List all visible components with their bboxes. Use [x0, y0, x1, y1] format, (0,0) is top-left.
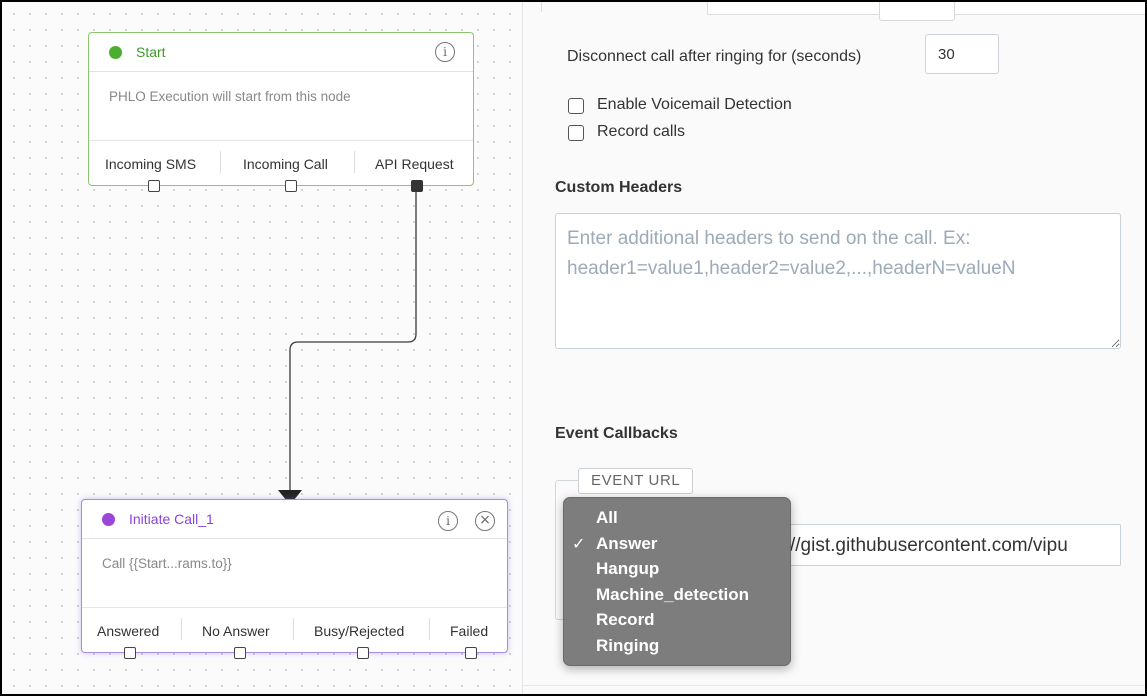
status-dot: [102, 512, 115, 526]
voicemail-checkbox[interactable]: [568, 98, 584, 114]
event-type-dropdown-menu[interactable]: All ✓ Answer Hangup Machine_detection Re…: [563, 497, 791, 666]
initiate-call-node[interactable]: Initiate Call_1 i × Call {{Start...rams.…: [81, 499, 508, 659]
custom-headers-input[interactable]: [555, 213, 1121, 349]
port-divider: [429, 618, 430, 640]
dropdown-option-all[interactable]: All: [596, 508, 618, 527]
start-node-header: Start i: [89, 33, 473, 72]
port-handle[interactable]: [124, 647, 136, 659]
info-icon[interactable]: i: [438, 511, 458, 531]
voicemail-label: Enable Voicemail Detection: [597, 96, 792, 113]
port-no-answer[interactable]: No Answer: [182, 608, 292, 652]
call-node-ports: Answered No Answer Busy/Rejected Failed: [82, 607, 507, 652]
ring-timeout-input[interactable]: [925, 34, 999, 74]
port-handle[interactable]: [148, 180, 160, 192]
close-icon[interactable]: ×: [475, 511, 495, 531]
checkmark-icon: ✓: [572, 536, 586, 553]
port-label: Failed: [450, 623, 489, 639]
port-handle[interactable]: [234, 647, 246, 659]
event-url-value: //gist.githubusercontent.com/vipu: [790, 535, 1068, 556]
start-node-description: PHLO Execution will start from this node: [109, 89, 351, 104]
call-node-description: Call {{Start...rams.to}}: [102, 556, 232, 571]
phlo-canvas[interactable]: Start i PHLO Execution will start from t…: [2, 2, 522, 694]
port-busy-rejected[interactable]: Busy/Rejected: [294, 608, 428, 652]
dropdown-option-machine-detection[interactable]: Machine_detection: [596, 585, 750, 604]
disconnect-label: Disconnect call after ringing for (secon…: [567, 48, 862, 65]
dropdown-option-record[interactable]: Record: [596, 610, 655, 629]
record-calls-checkbox[interactable]: [568, 125, 584, 141]
info-icon[interactable]: i: [435, 42, 455, 62]
panel-bottom-divider: [523, 685, 1145, 686]
port-label: No Answer: [202, 623, 270, 639]
port-divider: [220, 151, 221, 173]
port-handle-connected[interactable]: [411, 180, 423, 192]
port-failed[interactable]: Failed: [430, 608, 506, 652]
record-calls-label: Record calls: [597, 123, 686, 140]
dropdown-option-hangup[interactable]: Hangup: [596, 559, 660, 578]
port-api-request[interactable]: API Request: [355, 141, 473, 185]
port-handle[interactable]: [285, 180, 297, 192]
port-incoming-sms[interactable]: Incoming SMS: [89, 141, 219, 185]
call-node-header: Initiate Call_1 i ×: [82, 500, 507, 539]
port-divider: [181, 618, 182, 640]
custom-headers-title: Custom Headers: [555, 179, 683, 196]
port-label: Incoming Call: [243, 156, 328, 172]
port-incoming-call[interactable]: Incoming Call: [221, 141, 355, 185]
event-url-input[interactable]: //gist.githubusercontent.com/vipu: [763, 524, 1121, 566]
call-node-title: Initiate Call_1: [129, 511, 214, 527]
port-divider: [354, 151, 355, 173]
node-settings-panel: Disconnect call after ringing for (secon…: [522, 2, 1145, 694]
start-node-ports: Incoming SMS Incoming Call API Request: [89, 140, 473, 185]
event-callbacks-title: Event Callbacks: [555, 425, 678, 442]
start-node-title: Start: [136, 44, 166, 60]
tab-divider: [523, 2, 542, 12]
status-dot: [109, 45, 122, 59]
port-divider: [293, 618, 294, 640]
dropdown-option-ringing[interactable]: Ringing: [596, 636, 660, 655]
port-label: API Request: [375, 156, 454, 172]
start-node[interactable]: Start i PHLO Execution will start from t…: [88, 32, 474, 192]
port-label: Answered: [97, 623, 160, 639]
event-url-legend: EVENT URL: [578, 468, 694, 494]
port-answered[interactable]: Answered: [82, 608, 181, 652]
port-handle[interactable]: [357, 647, 369, 659]
dropdown-option-answer[interactable]: Answer: [596, 534, 658, 553]
port-handle[interactable]: [465, 647, 477, 659]
port-label: Busy/Rejected: [314, 623, 405, 639]
top-tab-button[interactable]: [879, 2, 955, 21]
port-label: Incoming SMS: [105, 156, 197, 172]
